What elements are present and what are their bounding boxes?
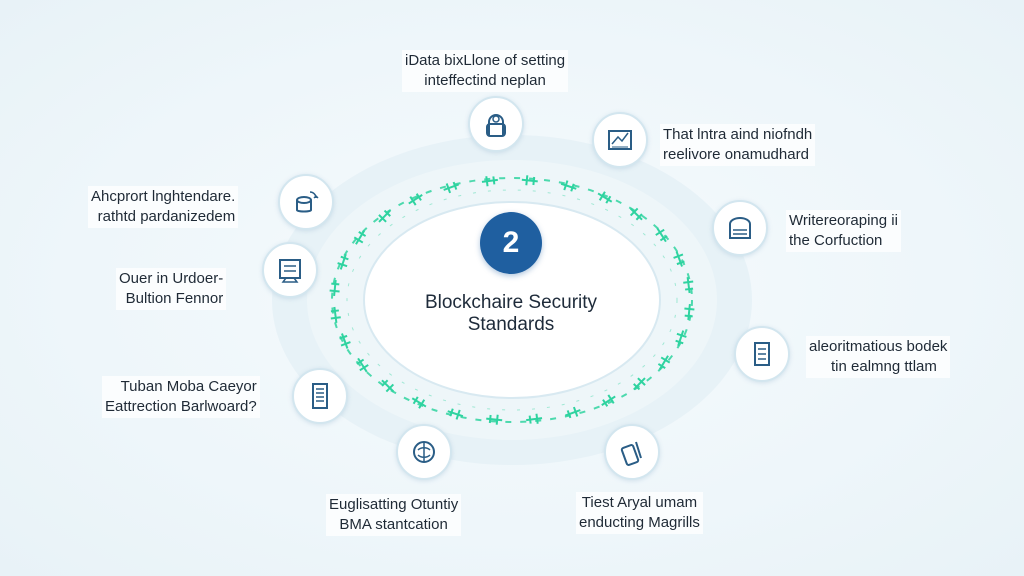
node-label-upper-left: Ahcprort lnghtendare.rathtd pardanizedem (88, 186, 239, 228)
ring-node-glyph (330, 306, 341, 323)
ring-node-glyph (337, 253, 349, 270)
ring-node-glyph (329, 279, 340, 297)
lock-person-icon (468, 96, 524, 152)
network-ring-inner (346, 189, 678, 411)
ring-node-glyph (633, 377, 646, 391)
server-rack-icon (292, 368, 348, 424)
ring-node-glyph (408, 193, 423, 206)
ring-node-glyph (356, 357, 369, 373)
diagram-title-line1: Blockchaire Security (424, 292, 598, 313)
diagram-title-line2: Standards (467, 314, 555, 335)
tablet-pen-icon (604, 424, 660, 480)
brain-network-icon (396, 424, 452, 480)
ring-node-glyph (629, 207, 643, 221)
ring-node-glyph (673, 251, 685, 267)
ring-node-glyph (657, 355, 671, 370)
ring-node-glyph (675, 330, 687, 347)
ring-node-glyph (411, 396, 427, 409)
node-label-left: Ouer in Urdoer-Bultion Fennor (116, 268, 227, 310)
ring-node-glyph (486, 414, 503, 425)
center-disc (363, 201, 661, 399)
ring-node-glyph (597, 191, 613, 204)
diagram-title: Blockchaire Security Standards (380, 292, 642, 336)
ring-node-glyph (447, 408, 464, 420)
ring-node-glyph (521, 175, 538, 186)
document-chart-icon (592, 112, 648, 168)
ring-node-glyph (601, 394, 616, 407)
ring-node-glyph (339, 333, 351, 349)
ring-node-glyph (353, 230, 367, 245)
ring-node-glyph (560, 180, 577, 192)
ring-node-glyph (683, 277, 694, 294)
step-number-badge: 2 (480, 212, 542, 274)
ring-node-glyph (564, 406, 581, 419)
ring-node-glyph (443, 181, 460, 194)
ring-node-glyph (481, 176, 498, 187)
database-arrow-icon (278, 174, 334, 230)
database-chart-icon (262, 242, 318, 298)
ring-node-glyph (655, 227, 668, 243)
ring-node-glyph (526, 413, 543, 424)
ring-node-glyph (684, 303, 695, 321)
ring-node-glyph (381, 379, 395, 393)
file-cabinet-icon (734, 326, 790, 382)
ring-node-glyph (378, 209, 391, 223)
network-ring (331, 177, 693, 423)
server-box-icon (712, 200, 768, 256)
